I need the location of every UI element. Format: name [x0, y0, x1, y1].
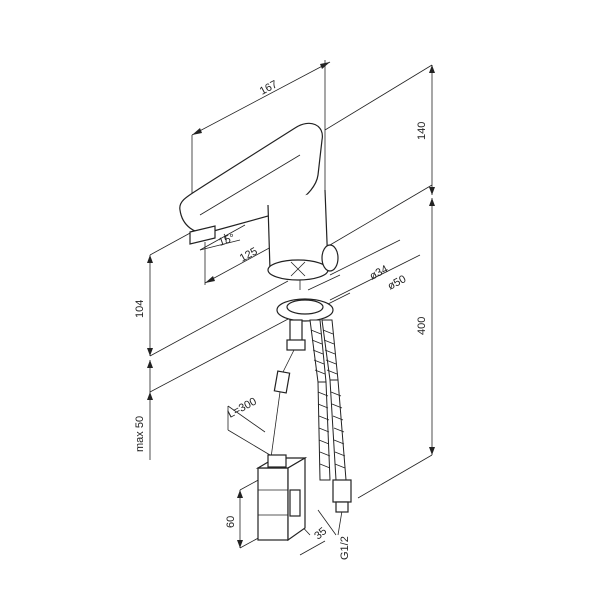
control-box — [255, 454, 308, 542]
faucet-body — [267, 189, 339, 281]
dim-thread: G1/2 — [339, 536, 351, 560]
braided-hose-left — [309, 319, 331, 481]
dim-spout-length: 167 — [258, 78, 280, 97]
dim-box-width: 35 — [312, 525, 329, 542]
braided-hose-right — [321, 319, 347, 481]
dim-angle: 15° — [217, 232, 237, 249]
dim-diameter-inner: ø34 — [368, 263, 390, 283]
dim-body-height: 104 — [134, 300, 146, 318]
dim-hose-length: L=300 — [226, 396, 259, 421]
hose-connector — [332, 479, 352, 513]
dim-max-depth: max 50 — [134, 416, 146, 452]
dim-total-height: 400 — [416, 317, 428, 335]
sensor-cable — [269, 349, 295, 466]
dimension-lines — [147, 60, 435, 556]
dim-diameter-outer: ø50 — [386, 273, 408, 293]
mounting-base — [276, 298, 334, 351]
dim-top-height: 140 — [416, 122, 428, 140]
dim-box-height: 60 — [225, 516, 237, 528]
dim-reach: 125 — [238, 245, 260, 264]
